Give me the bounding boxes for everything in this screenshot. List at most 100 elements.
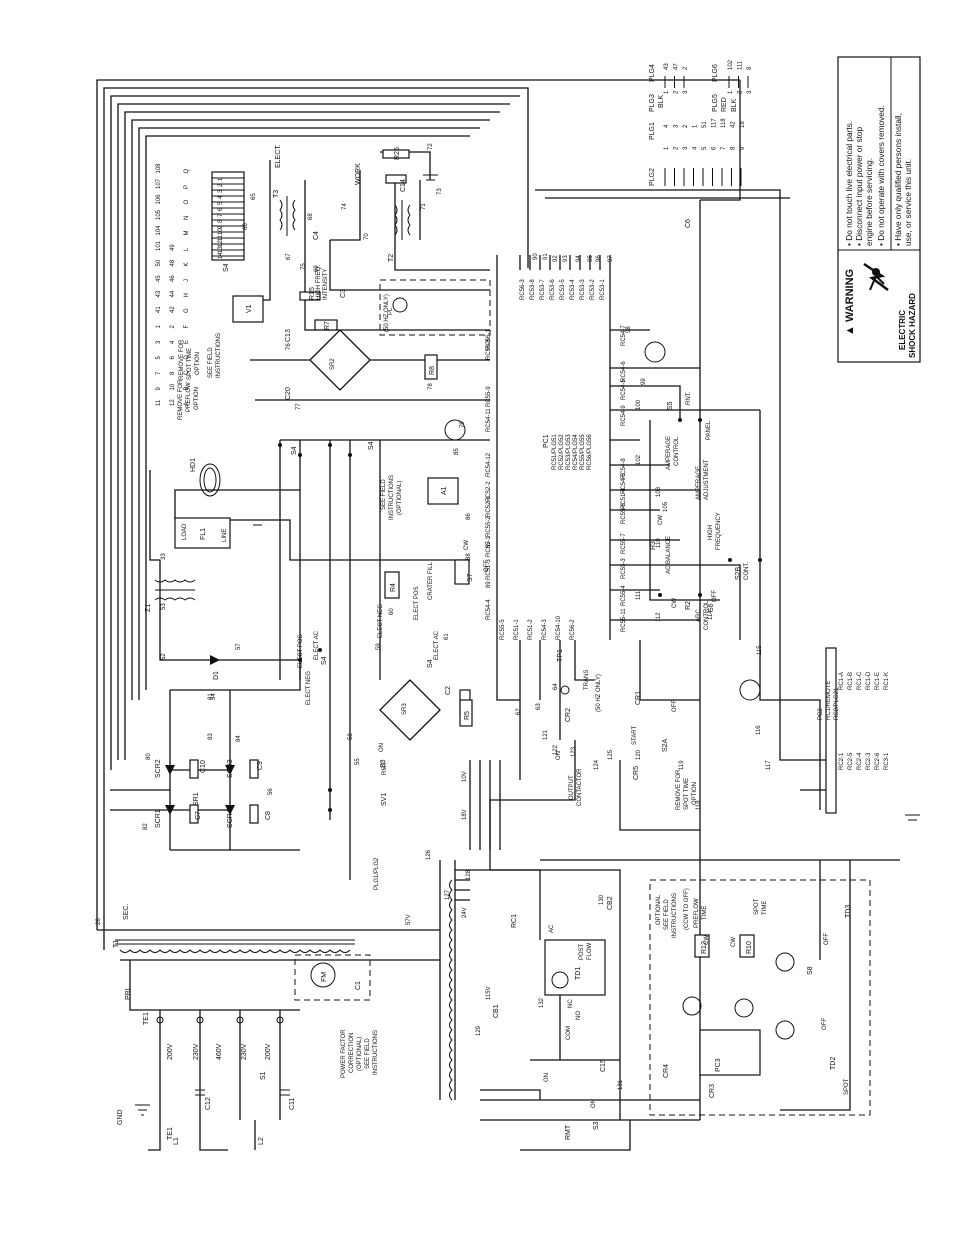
wire-number: 118: [696, 800, 702, 810]
label-r2: R2: [685, 601, 692, 610]
label-d1: D1: [213, 671, 220, 680]
wire-number: 129: [476, 1025, 482, 1036]
fan-motor-icon: [310, 962, 336, 988]
volt-200v-a: 200V: [167, 1043, 174, 1060]
ground-icon-2: [905, 814, 920, 821]
tb-letter: M: [184, 231, 190, 236]
note-off-4: OFF: [824, 933, 830, 945]
label-c12: C12: [205, 1097, 212, 1110]
plg5-row-number: 1: [728, 90, 734, 94]
wire-number: 125: [608, 749, 614, 760]
label-sec: SEC.: [123, 904, 130, 920]
plg4-wire-number: 47: [674, 63, 680, 70]
note-remove-spot2-b: SPOT TIME: [684, 778, 690, 810]
wire-number: 124: [594, 759, 600, 770]
note-remove-preflow-a: REMOVE FOR: [178, 379, 184, 420]
tb-wire-top: 105: [156, 209, 162, 220]
note-start: START: [632, 726, 638, 745]
note-trans-b: (50 HZ ONLY): [596, 674, 602, 712]
label-line: LINE: [222, 529, 228, 542]
wire-number: 110: [656, 538, 662, 548]
label-c7: C7: [195, 811, 202, 820]
reactor-z1: [154, 579, 196, 601]
label-c14: C14: [400, 179, 407, 192]
note-remove-spot-c: OPTION: [195, 352, 201, 375]
tb-letter: C: [184, 370, 190, 375]
pc2-connector: RC3-1: [884, 752, 890, 770]
note-off-3: OFF: [712, 590, 718, 602]
tb-wire-top: 50: [156, 259, 162, 266]
label-scr1: SCR1: [155, 809, 162, 828]
pc1-left-connector: RC54-10: [556, 615, 562, 640]
plug-row-number: 1: [664, 146, 670, 150]
tb-number: 10: [218, 228, 224, 235]
plg2-header: PLG2: [649, 168, 656, 186]
note-rnt: RNT.: [686, 391, 692, 405]
plg3-header: PLG3: [649, 94, 656, 112]
wire-number: 54: [211, 693, 217, 700]
pc1-right-connector: RC54-7: [621, 325, 627, 346]
note-remove-spot-a: REMOVE FOR: [179, 339, 185, 380]
wire-number: 84: [236, 735, 242, 742]
pc1-right-connectors: RC54-7RC54-6RC54-5RC54-9RC54-8RC54-5RC51…: [621, 325, 627, 632]
wire-number: 78: [428, 383, 434, 390]
wire-number: 88: [466, 553, 472, 560]
label-c13: C13: [285, 329, 292, 342]
label-c11: C11: [289, 1098, 296, 1110]
tb-letter: N: [184, 216, 190, 220]
pc1-left-connector: RC52-2: [486, 481, 492, 502]
note-57v: 57V: [406, 914, 412, 925]
tb-letter: O: [184, 200, 190, 205]
filter-fl1: [174, 517, 231, 549]
plg4-wire-number: 2: [683, 66, 689, 70]
label-pc3: PC3: [715, 1058, 722, 1072]
tb-wire-top: 45: [156, 275, 162, 282]
ground-icon: [135, 1104, 150, 1116]
tb-number: 9: [218, 225, 224, 229]
wire-number: 119: [679, 760, 685, 770]
wire-number: 57: [236, 643, 242, 650]
label-t2: T2: [388, 254, 395, 262]
label-sr1: SR1: [193, 792, 200, 806]
note-labels: SEE FIELD INSTRUCTIONS SEE FIELD INSTRUC…: [178, 265, 850, 1108]
note-10v: 10V: [462, 771, 468, 782]
note-cw-3: CW: [672, 598, 678, 608]
note-cw-2: CW: [658, 515, 664, 525]
label-cb1: CB1: [493, 1004, 500, 1018]
label-c4: C4: [313, 231, 320, 240]
plg4-header: PLG4: [649, 64, 656, 82]
tb-number: 6: [218, 207, 224, 211]
label-s3b: S3: [593, 1121, 600, 1130]
wire-number: 121: [543, 729, 549, 740]
tb-letter: Q: [184, 169, 190, 174]
tb-wire-mid: 10: [170, 383, 176, 390]
note-spot: SPOT: [844, 1078, 850, 1095]
wire-number: 86: [466, 513, 472, 520]
note-spot-time-a: SPOT: [754, 898, 760, 915]
plug-row-number: 3: [683, 146, 689, 150]
label-c8: C8: [265, 811, 272, 820]
tb-wire-top: 41: [156, 306, 162, 313]
note-crater-fill: CRATER FILL: [428, 561, 434, 600]
wire-number: 77: [296, 403, 302, 410]
wire-number: 98: [626, 326, 632, 333]
note-on-3: ON: [591, 1099, 597, 1108]
warning-title: ▲ WARNING: [844, 269, 856, 336]
note-post-flow-b: FLOW: [587, 942, 593, 960]
note-optional-box-b: SEE FIELD: [664, 899, 670, 930]
plug-rows: 1423324155161177118842918431472231021111…: [664, 59, 753, 186]
tb-number: 7: [218, 213, 224, 217]
wire-number: 130: [599, 894, 605, 905]
label-rc1: RC1: [511, 914, 518, 928]
note-50hz: (50 HZ ONLY): [384, 294, 390, 332]
note-power-factor-b: CORRECTION: [349, 1033, 355, 1073]
wire-number: 76: [286, 343, 292, 350]
label-s1: S1: [260, 1071, 267, 1080]
note-remove-preflow-b: PREFLOW: [186, 382, 192, 412]
plg3-row-number: 2: [674, 90, 680, 94]
warning-bullet-2: • Disconnect input power or stop: [854, 126, 864, 246]
plg6-wire-number: 8: [747, 66, 753, 70]
pc1-right-connector: RC55-7: [621, 533, 627, 554]
